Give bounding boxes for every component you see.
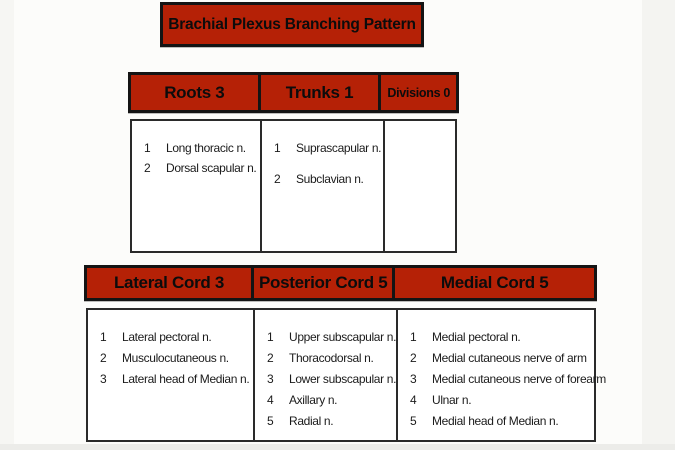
header-lateral-cord: Lateral Cord 3 [87, 268, 255, 298]
list-item: 4 Axillary n. [267, 390, 392, 411]
list-item: 1 Lateral pectoral n. [100, 327, 249, 348]
page-margin-bottom [0, 444, 675, 450]
item-number: 2 [267, 351, 274, 365]
item-label: Subclavian n. [296, 172, 364, 186]
list-item: 1 Suprascapular n. [274, 138, 382, 158]
roots-cell: 1 Long thoracic n. 2 Dorsal scapular n. [132, 121, 262, 251]
item-number: 2 [410, 351, 417, 365]
list-item: 3 Medial cutaneous nerve of forearm [410, 369, 606, 390]
header-divisions: Divisions 0 [387, 85, 451, 100]
item-label: Medial head of Median n. [432, 414, 559, 428]
item-number: 1 [100, 330, 107, 344]
posterior-cord-cell: 1 Upper subscapular n. 2 Thoracodorsal n… [255, 310, 398, 440]
list-item: 2 Medial cutaneous nerve of arm [410, 348, 594, 369]
item-label: Lateral pectoral n. [122, 330, 212, 344]
divisions-cell-empty [385, 121, 455, 251]
list-item: 2 Musculocutaneous n. [100, 348, 249, 369]
item-number: 1 [274, 141, 281, 155]
item-number: 1 [410, 330, 417, 344]
item-number: 1 [144, 141, 151, 155]
list-item: 4 Ulnar n. [410, 390, 594, 411]
list-item: 1 Long thoracic n. [144, 138, 256, 158]
page-title: Brachial Plexus Branching Pattern [168, 15, 416, 33]
list-item: 2 Thoracodorsal n. [267, 348, 392, 369]
item-label: Upper subscapular n. [289, 330, 397, 344]
item-label: Ulnar n. [432, 393, 472, 407]
item-number: 4 [410, 393, 417, 407]
item-label: Axillary n. [289, 393, 338, 407]
item-label: Lateral head of Median n. [122, 372, 250, 386]
item-label: Lower subscapular n. [289, 372, 397, 386]
header-roots: Roots 3 [131, 75, 261, 110]
item-number: 2 [100, 351, 107, 365]
item-label: Medial cutaneous nerve of arm [432, 351, 587, 365]
title-banner: Brachial Plexus Branching Pattern [160, 2, 424, 47]
trunks-cell: 1 Suprascapular n. 2 Subclavian n. [262, 121, 385, 251]
item-number: 3 [100, 372, 107, 386]
cords-header-row: Lateral Cord 3 Posterior Cord 5 Medial C… [84, 265, 597, 301]
item-number: 2 [144, 161, 151, 175]
list-item: 3 Lower subscapular n. [267, 369, 396, 390]
header-trunks: Trunks 1 [261, 75, 382, 110]
item-label: Long thoracic n. [166, 141, 246, 155]
item-number: 1 [267, 330, 274, 344]
page-margin-left [0, 0, 14, 450]
list-item: 5 Radial n. [267, 411, 392, 432]
item-number: 5 [267, 414, 274, 428]
item-label: Suprascapular n. [296, 141, 382, 155]
roots-trunks-divisions-body: 1 Long thoracic n. 2 Dorsal scapular n. … [130, 119, 457, 253]
item-number: 5 [410, 414, 417, 428]
page-margin-right [642, 0, 675, 450]
list-item: 1 Medial pectoral n. [410, 327, 594, 348]
item-label: Musculocutaneous n. [122, 351, 229, 365]
list-item: 2 Dorsal scapular n. [144, 158, 257, 178]
item-number: 2 [274, 172, 281, 186]
item-label: Thoracodorsal n. [289, 351, 374, 365]
list-item: 2 Subclavian n. [274, 169, 379, 189]
list-item: 1 Upper subscapular n. [267, 327, 396, 348]
item-label: Medial cutaneous nerve of forearm [432, 372, 606, 386]
item-number: 4 [267, 393, 274, 407]
list-item: 5 Medial head of Median n. [410, 411, 594, 432]
roots-trunks-divisions-header-row: Roots 3 Trunks 1 Divisions 0 [128, 72, 459, 113]
medial-cord-cell: 1 Medial pectoral n. 2 Medial cutaneous … [398, 310, 606, 440]
list-item: 3 Lateral head of Median n. [100, 369, 250, 390]
item-label: Radial n. [289, 414, 334, 428]
lateral-cord-cell: 1 Lateral pectoral n. 2 Musculocutaneous… [88, 310, 255, 440]
header-posterior-cord: Posterior Cord 5 [254, 268, 396, 298]
cords-body: 1 Lateral pectoral n. 2 Musculocutaneous… [86, 308, 606, 442]
item-label: Dorsal scapular n. [166, 161, 257, 175]
header-medial-cord: Medial Cord 5 [440, 273, 549, 292]
item-label: Medial pectoral n. [432, 330, 521, 344]
item-number: 3 [410, 372, 417, 386]
item-number: 3 [267, 372, 274, 386]
